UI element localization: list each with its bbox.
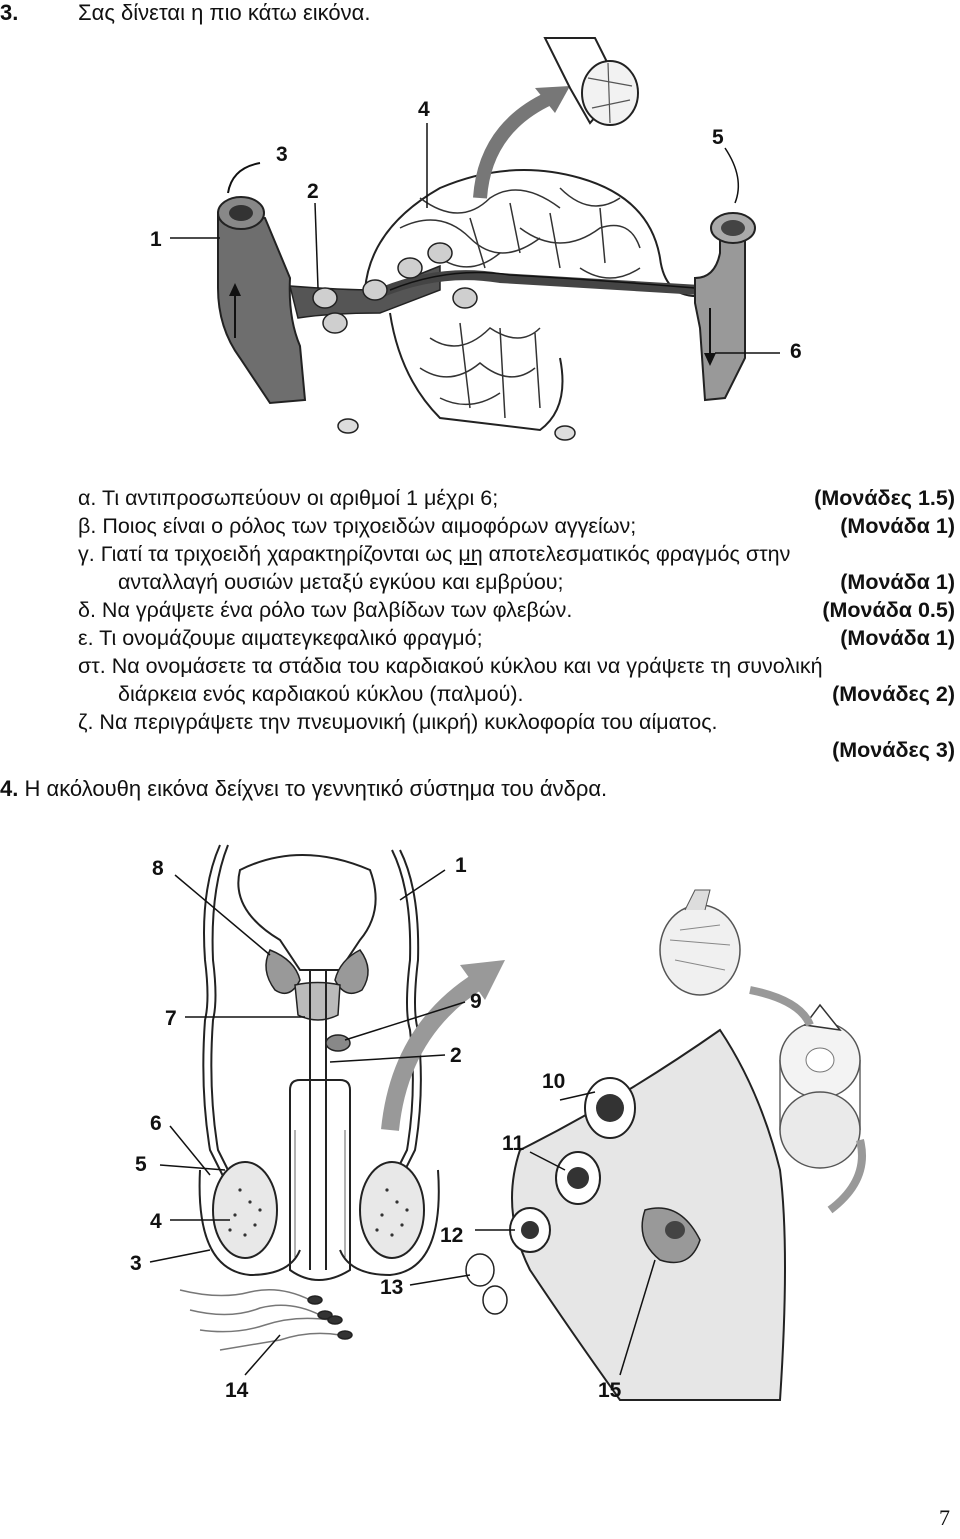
figure-label: 15 <box>598 1379 622 1402</box>
cut-vessel-end <box>555 426 575 440</box>
question-4-heading: 4. Η ακόλουθη εικόνα δείχνει το γεννητικ… <box>0 776 607 802</box>
question-number: 3. <box>0 0 78 26</box>
item-text: δ. Να γράψετε ένα ρόλο των βαλβίδων των … <box>78 596 572 624</box>
question-intro: Σας δίνεται η πιο κάτω εικόνα. <box>78 0 370 25</box>
question-item: στ. Να ονομάσετε τα στάδια του καρδιακού… <box>20 652 955 680</box>
item-points: (Μονάδα 1) <box>840 568 955 596</box>
item-points: (Μονάδες 2) <box>832 680 955 708</box>
figure-label: 11 <box>502 1132 525 1155</box>
vein-lumen <box>721 220 745 236</box>
figure-label: 6 <box>790 340 802 363</box>
testis-left <box>213 1162 277 1258</box>
testis-right <box>360 1162 424 1258</box>
question-item: ζ. Να περιγράψετε την πνευμονική (μικρή)… <box>20 708 955 736</box>
question-item-continuation: ανταλλαγή ουσιών μεταξύ εγκύου και εμβρύ… <box>20 568 955 596</box>
capillary-diagram: 1 2 3 4 5 6 <box>140 28 820 458</box>
capillary-cross-section <box>545 38 638 125</box>
item-points: (Μονάδα 1) <box>840 624 955 652</box>
question-item: γ. Γιατί τα τριχοειδή χαρακτηρίζονται ως… <box>20 540 955 568</box>
artery-shape <box>218 213 305 403</box>
bulbourethral-gland <box>326 1035 350 1051</box>
item-text: γ. Γιατί τα τριχοειδή χαρακτηρίζονται ως… <box>78 540 790 568</box>
figure-label: 10 <box>542 1070 565 1093</box>
figure-label: 3 <box>130 1252 142 1275</box>
cut-vessel-end <box>338 419 358 433</box>
reproductive-system-figure: 8 1 7 9 2 10 6 11 5 4 12 3 13 14 15 <box>100 830 880 1420</box>
item-text: ζ. Να περιγράψετε την πνευμονική (μικρή)… <box>78 708 718 736</box>
figure-label: 2 <box>450 1044 462 1067</box>
vein-shape <box>695 228 745 400</box>
question-number: 4. <box>0 776 18 801</box>
question-3-heading: 3.Σας δίνεται η πιο κάτω εικόνα. <box>0 0 370 26</box>
figure-label: 1 <box>455 854 467 877</box>
prostate <box>295 983 340 1021</box>
figure-label: 9 <box>470 990 482 1013</box>
item-text-part: γ. Γιατί τα τριχοειδή χαρακτηρίζονται ως <box>78 542 458 566</box>
artery-lumen <box>229 205 253 221</box>
item-points: (Μονάδα 0.5) <box>822 596 955 624</box>
question-3-items: α. Τι αντιπροσωπεύουν οι αριθμοί 1 μέχρι… <box>20 484 955 764</box>
page-number: 7 <box>939 1505 950 1531</box>
question-item: δ. Να γράψετε ένα ρόλο των βαλβίδων των … <box>20 596 955 624</box>
capillary-network-figure: 1 2 3 4 5 6 <box>140 28 820 458</box>
figure-label: 4 <box>418 98 430 121</box>
leader-line-2 <box>315 203 318 288</box>
underlined-word: μη <box>458 542 482 566</box>
leader-line-2 <box>330 1055 445 1062</box>
item-points: (Μονάδες 1.5) <box>814 484 955 512</box>
figure-label: 2 <box>307 180 319 203</box>
figure-label: 5 <box>712 126 724 149</box>
zoom-arrow <box>480 98 550 198</box>
figure-label: 14 <box>225 1379 249 1402</box>
reproductive-diagram: 8 1 7 9 2 10 6 11 5 4 12 3 13 14 15 <box>100 830 880 1420</box>
figure-label: 7 <box>165 1007 177 1030</box>
figure-label: 1 <box>150 228 162 251</box>
figure-label: 13 <box>380 1276 403 1299</box>
question-item-points-row: (Μονάδες 3) <box>20 736 955 764</box>
figure-label: 8 <box>152 857 164 880</box>
item-text: στ. Να ονομάσετε τα στάδια του καρδιακού… <box>78 652 823 680</box>
item-text-part: αποτελεσματικός φραγμός στην <box>483 542 791 566</box>
leader-line-5 <box>160 1165 225 1170</box>
leader-line-3 <box>150 1250 210 1262</box>
item-text: ανταλλαγή ουσιών μεταξύ εγκύου και εμβρύ… <box>118 568 564 596</box>
item-text: ε. Τι ονομάζουμε αιματεγκεφαλικό φραγμό; <box>78 624 483 652</box>
leader-line-13 <box>410 1275 470 1285</box>
tubule-cross-section <box>780 1005 860 1168</box>
question-item: ε. Τι ονομάζουμε αιματεγκεφαλικό φραγμό;… <box>20 624 955 652</box>
figure-label: 6 <box>150 1112 162 1135</box>
leader-line-1 <box>400 870 445 900</box>
testis-section-top <box>660 890 740 995</box>
figure-label: 12 <box>440 1224 463 1247</box>
leader-line-9 <box>345 1002 465 1040</box>
item-points: (Μονάδες 3) <box>832 738 955 762</box>
sperm-cells <box>180 1290 352 1350</box>
item-points: (Μονάδα 1) <box>840 512 955 540</box>
leader-line-5 <box>725 148 738 203</box>
item-text: α. Τι αντιπροσωπεύουν οι αριθμοί 1 μέχρι… <box>78 484 498 512</box>
leader-line-14 <box>245 1335 280 1375</box>
erectile-tissue-lines <box>295 1130 345 1260</box>
small-arrow-1 <box>750 990 810 1025</box>
figure-label: 3 <box>276 143 288 166</box>
label-3-arrow <box>228 163 260 193</box>
figure-label: 5 <box>135 1153 147 1176</box>
figure-label: 4 <box>150 1210 162 1233</box>
item-text: β. Ποιος είναι ο ρόλος των τριχοειδών αι… <box>78 512 636 540</box>
question-item-continuation: διάρκεια ενός καρδιακού κύκλου (παλμού).… <box>20 680 955 708</box>
question-item: α. Τι αντιπροσωπεύουν οι αριθμοί 1 μέχρι… <box>20 484 955 512</box>
question-text: Η ακόλουθη εικόνα δείχνει το γεννητικό σ… <box>24 776 607 801</box>
question-item: β. Ποιος είναι ο ρόλος των τριχοειδών αι… <box>20 512 955 540</box>
item-text: διάρκεια ενός καρδιακού κύκλου (παλμού). <box>118 680 524 708</box>
capillary-mesh <box>400 188 640 418</box>
